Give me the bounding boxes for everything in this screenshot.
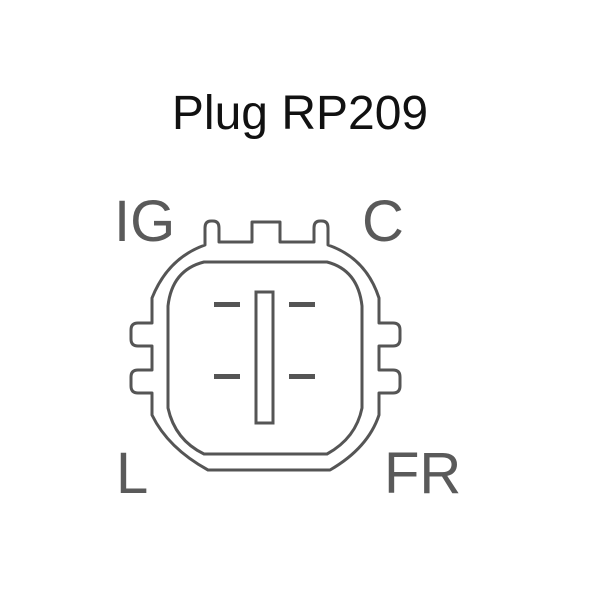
terminal-fr [289, 374, 315, 379]
connector-inner-cavity [166, 260, 364, 456]
pin-label-l: L [116, 441, 149, 506]
pin-label-ig: IG [114, 189, 176, 254]
center-key [254, 290, 275, 425]
terminal-c [289, 302, 315, 307]
connector-outer-housing [129, 219, 402, 472]
pin-label-c: C [362, 189, 404, 254]
diagram-title: Plug RP209 [171, 87, 429, 140]
terminal-l [214, 374, 240, 379]
terminal-ig [214, 302, 240, 307]
pin-label-fr: FR [384, 441, 462, 506]
